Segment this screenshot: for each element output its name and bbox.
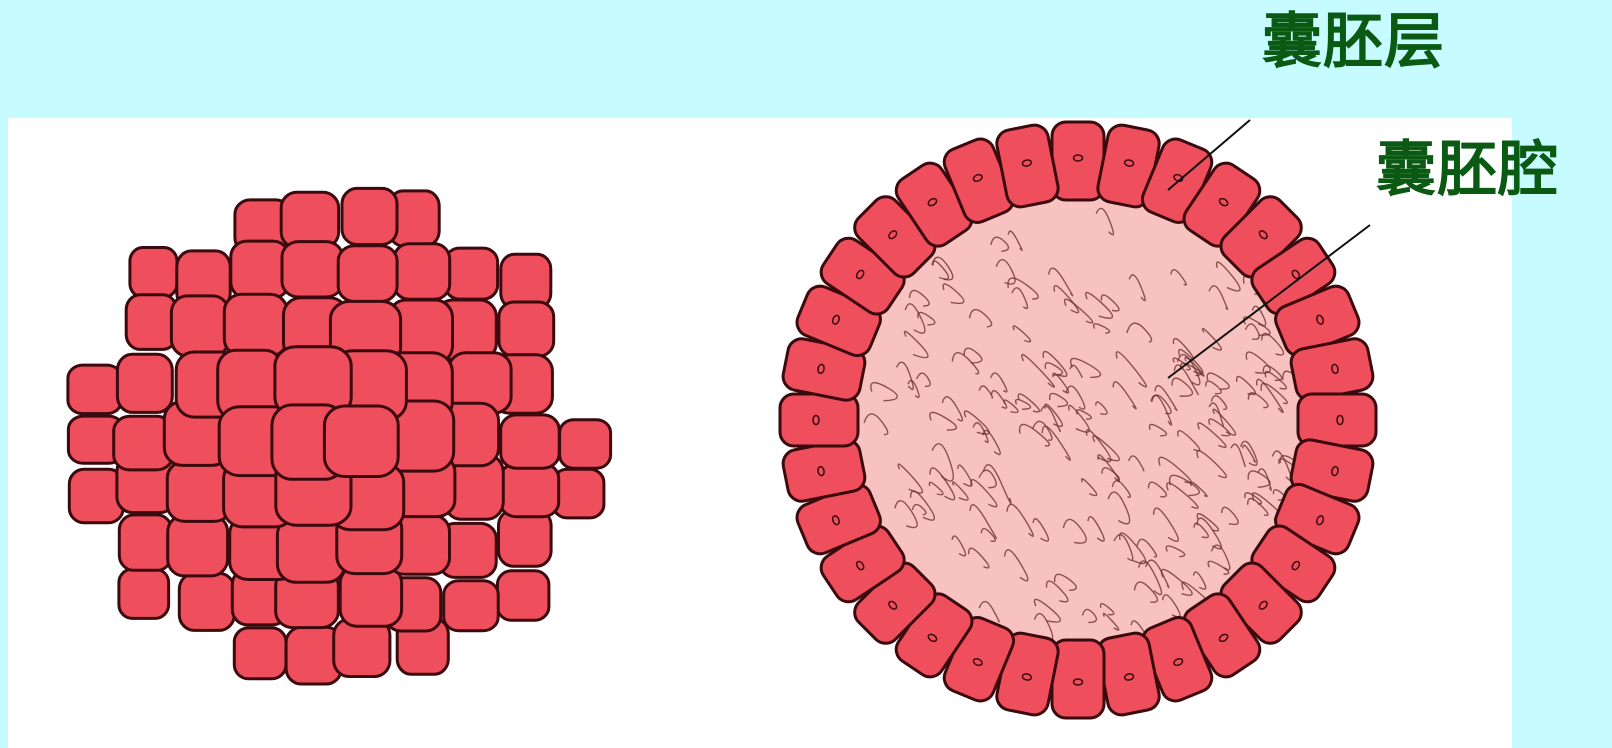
morula-cell [281, 192, 338, 247]
morula-cell [282, 242, 343, 297]
morula-cell [224, 294, 287, 356]
morula-cell [334, 619, 390, 676]
trophoblast-cell [1052, 640, 1104, 718]
morula-cell [444, 581, 499, 631]
morula-cell [553, 469, 604, 518]
trophoblast-cell [780, 394, 858, 446]
morula-figure [68, 188, 611, 684]
trophoblast-cell [1298, 394, 1376, 446]
morula-cell [342, 188, 397, 244]
morula-cell [231, 241, 289, 298]
morula-cell [338, 246, 397, 302]
blastula-figure [780, 122, 1376, 718]
morula-cell [119, 569, 169, 618]
morula-cell [117, 354, 172, 412]
morula-cell [501, 415, 560, 468]
morula-cell [171, 296, 228, 356]
label-blastocoel: 囊胚腔 [1376, 140, 1559, 200]
morula-cell [126, 295, 176, 350]
morula-cell [324, 406, 398, 477]
morula-cell [499, 302, 554, 356]
morula-cell [179, 573, 234, 630]
morula-cell [168, 515, 228, 576]
morula-cell [68, 365, 122, 414]
morula-cell [119, 515, 171, 570]
morula-cell [501, 254, 551, 308]
morula-cell [499, 510, 552, 566]
morula-cell [130, 248, 177, 298]
morula-cell [500, 464, 558, 517]
morula-cell [234, 628, 286, 679]
morula-cell [560, 420, 611, 469]
trophoblast-cell [1052, 122, 1104, 200]
morula-cell [69, 469, 123, 523]
label-trophoblast: 囊胚层 [1262, 12, 1445, 72]
morula-cell [394, 244, 450, 299]
morula-cell [445, 248, 498, 299]
morula-cell [340, 567, 401, 627]
morula-cell [497, 571, 549, 621]
